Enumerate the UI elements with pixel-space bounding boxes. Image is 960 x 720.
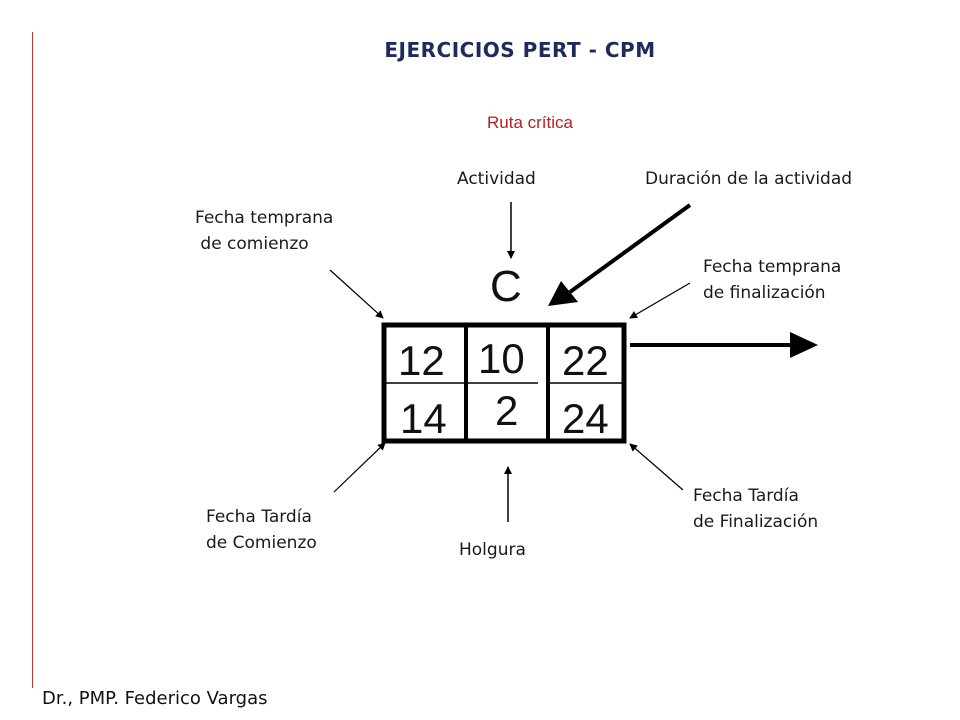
node-late-start: 14 [400, 395, 447, 442]
arrow-fecha-tardia-comienzo [333, 442, 386, 493]
label-fecha-tardia-comienzo: Fecha Tardía de Comienzo [206, 507, 317, 553]
node-early-finish: 22 [562, 337, 609, 384]
arrow-fecha-temprana-comienzo [329, 269, 384, 319]
arrow-salida-head [790, 332, 818, 358]
node-activity-letter: C [490, 262, 522, 311]
arrow-fecha-temprana-finalizacion [629, 282, 691, 319]
label-duracion: Duración de la actividad [645, 169, 853, 189]
footer-author: Dr., PMP. Federico Vargas [42, 688, 268, 709]
label-holgura: Holgura [459, 540, 526, 560]
label-fecha-temprana-comienzo: Fecha temprana de comienzo [195, 208, 334, 254]
page-subtitle: Ruta crítica [487, 113, 573, 132]
page-title: EJERCICIOS PERT - CPM [384, 38, 656, 62]
node-early-start: 12 [398, 337, 445, 384]
node-late-finish: 24 [562, 395, 609, 442]
arrow-duracion [568, 203, 692, 294]
arrow-duracion-head [548, 281, 578, 306]
node-box [381, 322, 627, 444]
label-fecha-temprana-finalizacion: Fecha temprana de finalización [703, 257, 842, 303]
left-margin-rule [32, 32, 33, 688]
label-actividad: Actividad [457, 169, 536, 189]
label-fecha-tardia-finalizacion: Fecha Tardía de Finalización [693, 486, 819, 532]
node-duration: 10 [478, 335, 525, 382]
node-slack: 2 [495, 387, 519, 434]
arrow-fecha-tardia-finalizacion [629, 443, 684, 491]
